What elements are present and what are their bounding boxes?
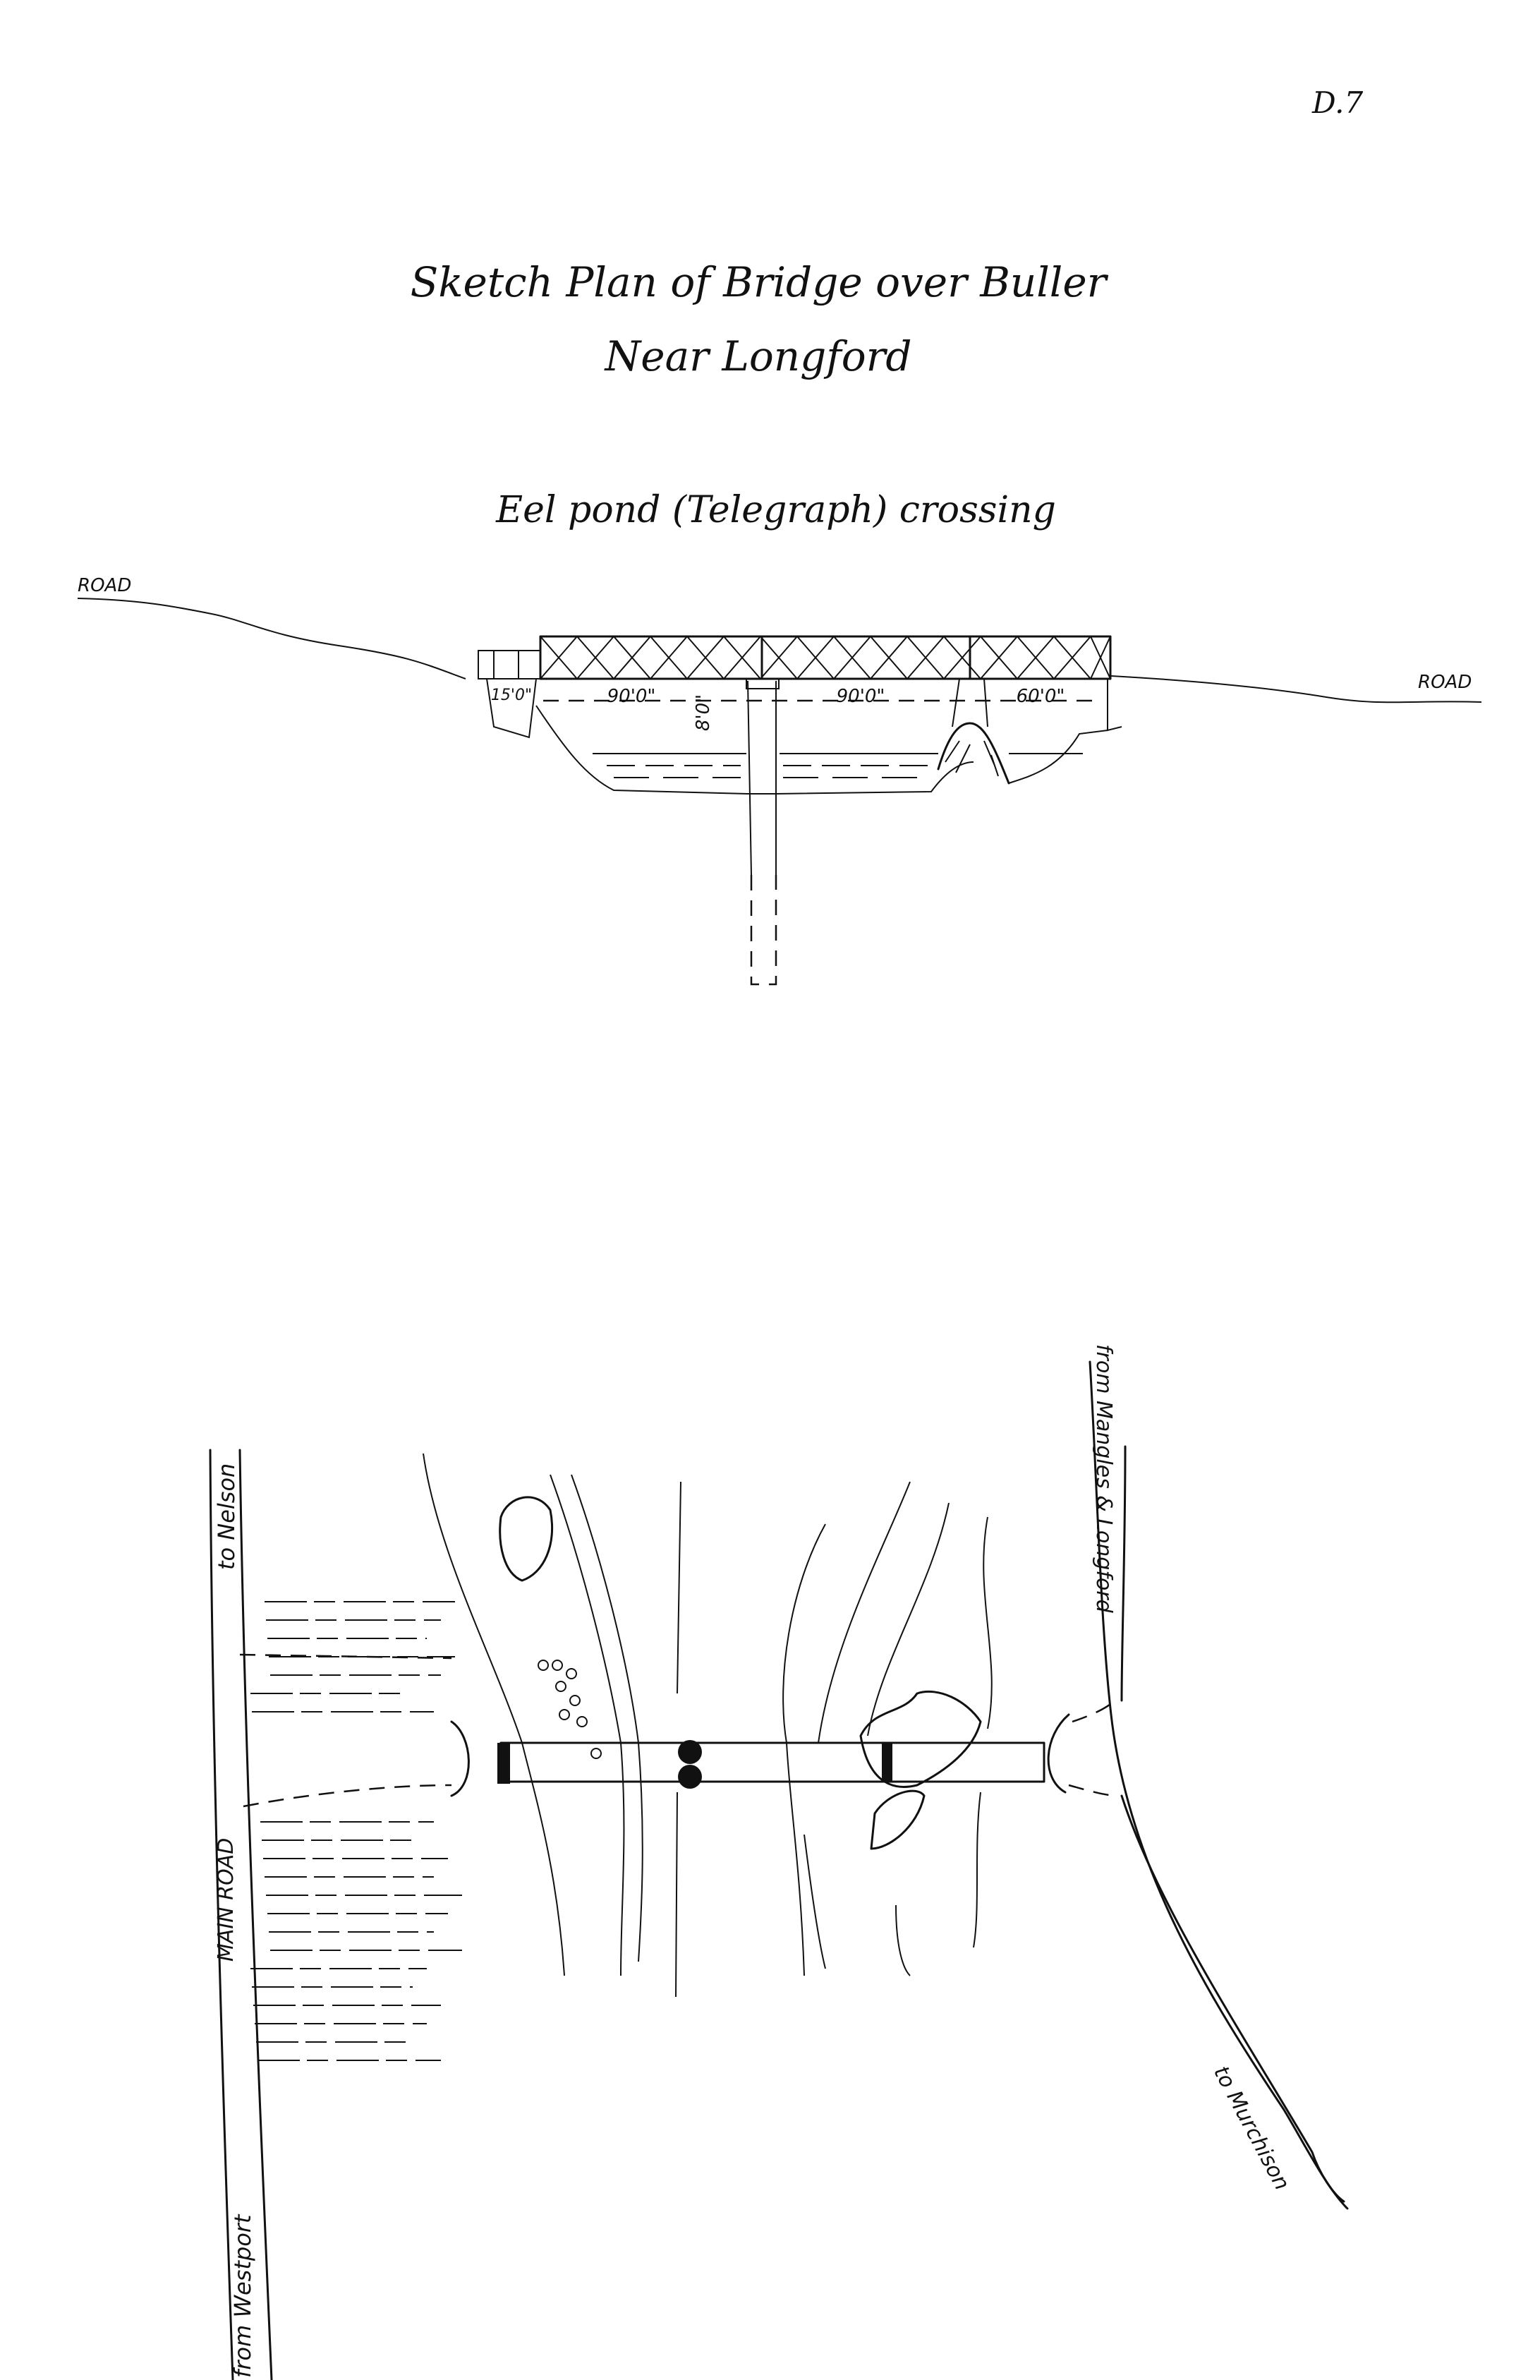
main-road-edge-right [238, 1449, 273, 2380]
boulders [538, 1660, 602, 1759]
pier-height-label: 8'0" [693, 694, 714, 731]
bridge-elevation: ROAD ROAD 15'0" 90'0" 90'0" 60'0" 8 [77, 575, 1482, 986]
road-label-right: ROAD [1418, 672, 1472, 693]
riverbank-right [782, 1523, 826, 1976]
left-wingwall [450, 1720, 470, 1797]
truss [539, 635, 1112, 680]
title-line-2: Near Longford [604, 332, 912, 380]
main-road-edge-left [209, 1449, 234, 2380]
to-murchison-label: to Murchison [1208, 2062, 1295, 2194]
pier-cylinder-2 [678, 1765, 702, 1789]
riverbank-left [423, 1453, 565, 1976]
main-road-label: MAIN ROAD [214, 1838, 238, 1962]
marsh-lines [250, 1601, 462, 2061]
from-mangles-label: from Mangles & Longford [1091, 1344, 1116, 1614]
approach-road-right [1068, 1700, 1119, 1797]
right-pier [952, 678, 988, 727]
left-abutment-plan [497, 1743, 510, 1784]
approach-span [478, 650, 541, 679]
span-label-4: 60'0" [1017, 686, 1065, 707]
span-label-1: 15'0" [491, 687, 532, 704]
pier-cylinder-1 [678, 1740, 702, 1764]
title-line-1: Sketch Plan of Bridge over Buller [411, 258, 1109, 306]
right-wingwall [1047, 1713, 1070, 1794]
from-westport-label: from Westport [229, 2213, 256, 2378]
pier-foundation [750, 875, 777, 986]
to-nelson-label: to Nelson [213, 1463, 240, 1570]
river-bed [535, 705, 1108, 795]
span-label-2: 90'0" [607, 686, 656, 707]
elevation-subtitle: Eel pond (Telegraph) crossing [495, 489, 1056, 531]
rock-left [499, 1496, 554, 1582]
ground-line-left [77, 598, 466, 679]
span-label-3: 90'0" [837, 686, 885, 707]
approach-road-left [239, 1653, 452, 1808]
ground-line-right [1110, 675, 1482, 703]
water-lines [593, 753, 1083, 778]
bridge-plan: to Nelson MAIN ROAD from Westport fro [209, 1344, 1349, 2380]
left-abutment [486, 678, 537, 739]
road-label-left: ROAD [78, 575, 131, 596]
page-number: D.7 [1311, 85, 1364, 120]
right-pier-plan [882, 1743, 892, 1782]
bridge-deck [499, 1741, 1045, 1783]
rock-outcrop [937, 722, 1010, 785]
side-road-edge-right [1120, 1445, 1345, 2203]
rock-island [859, 1690, 982, 1788]
river-center-line [675, 1481, 681, 1998]
center-pier [747, 680, 777, 876]
